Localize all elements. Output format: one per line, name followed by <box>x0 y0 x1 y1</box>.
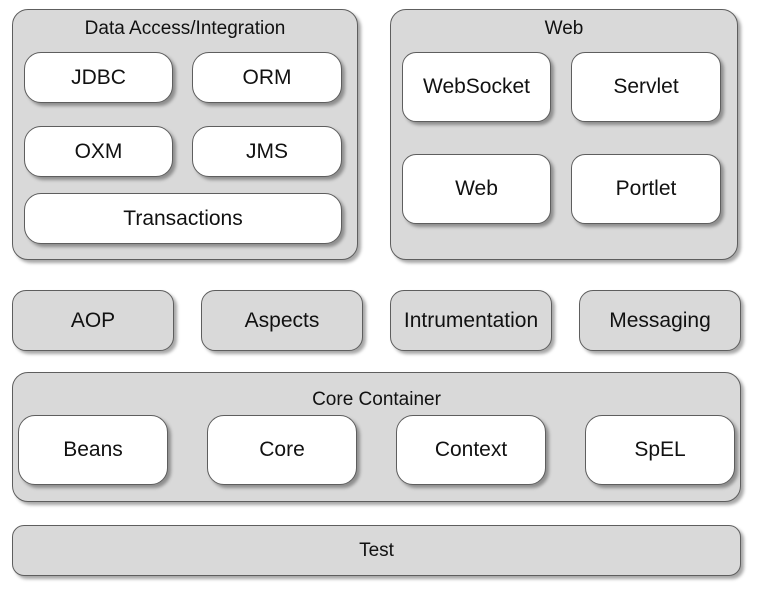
jdbc-module: JDBC <box>24 52 173 103</box>
beans-module: Beans <box>18 415 168 485</box>
jms-module: JMS <box>192 126 342 177</box>
servlet-module: Servlet <box>571 52 721 122</box>
oxm-module: OXM <box>24 126 173 177</box>
aspects-module: Aspects <box>201 290 363 351</box>
orm-module: ORM <box>192 52 342 103</box>
context-module: Context <box>396 415 546 485</box>
websocket-module: WebSocket <box>402 52 551 122</box>
portlet-module: Portlet <box>571 154 721 224</box>
data-access-integration-title: Data Access/Integration <box>84 18 286 39</box>
spel-module: SpEL <box>585 415 735 485</box>
core-container-title: Core Container <box>312 389 441 410</box>
web-module: Web <box>402 154 551 224</box>
transactions-module: Transactions <box>24 193 342 244</box>
messaging-module: Messaging <box>579 290 741 351</box>
aop-module: AOP <box>12 290 174 351</box>
web-group-title: Web <box>544 18 584 39</box>
test-module: Test <box>12 525 741 576</box>
core-module: Core <box>207 415 357 485</box>
instrumentation-module: Intrumentation <box>390 290 552 351</box>
